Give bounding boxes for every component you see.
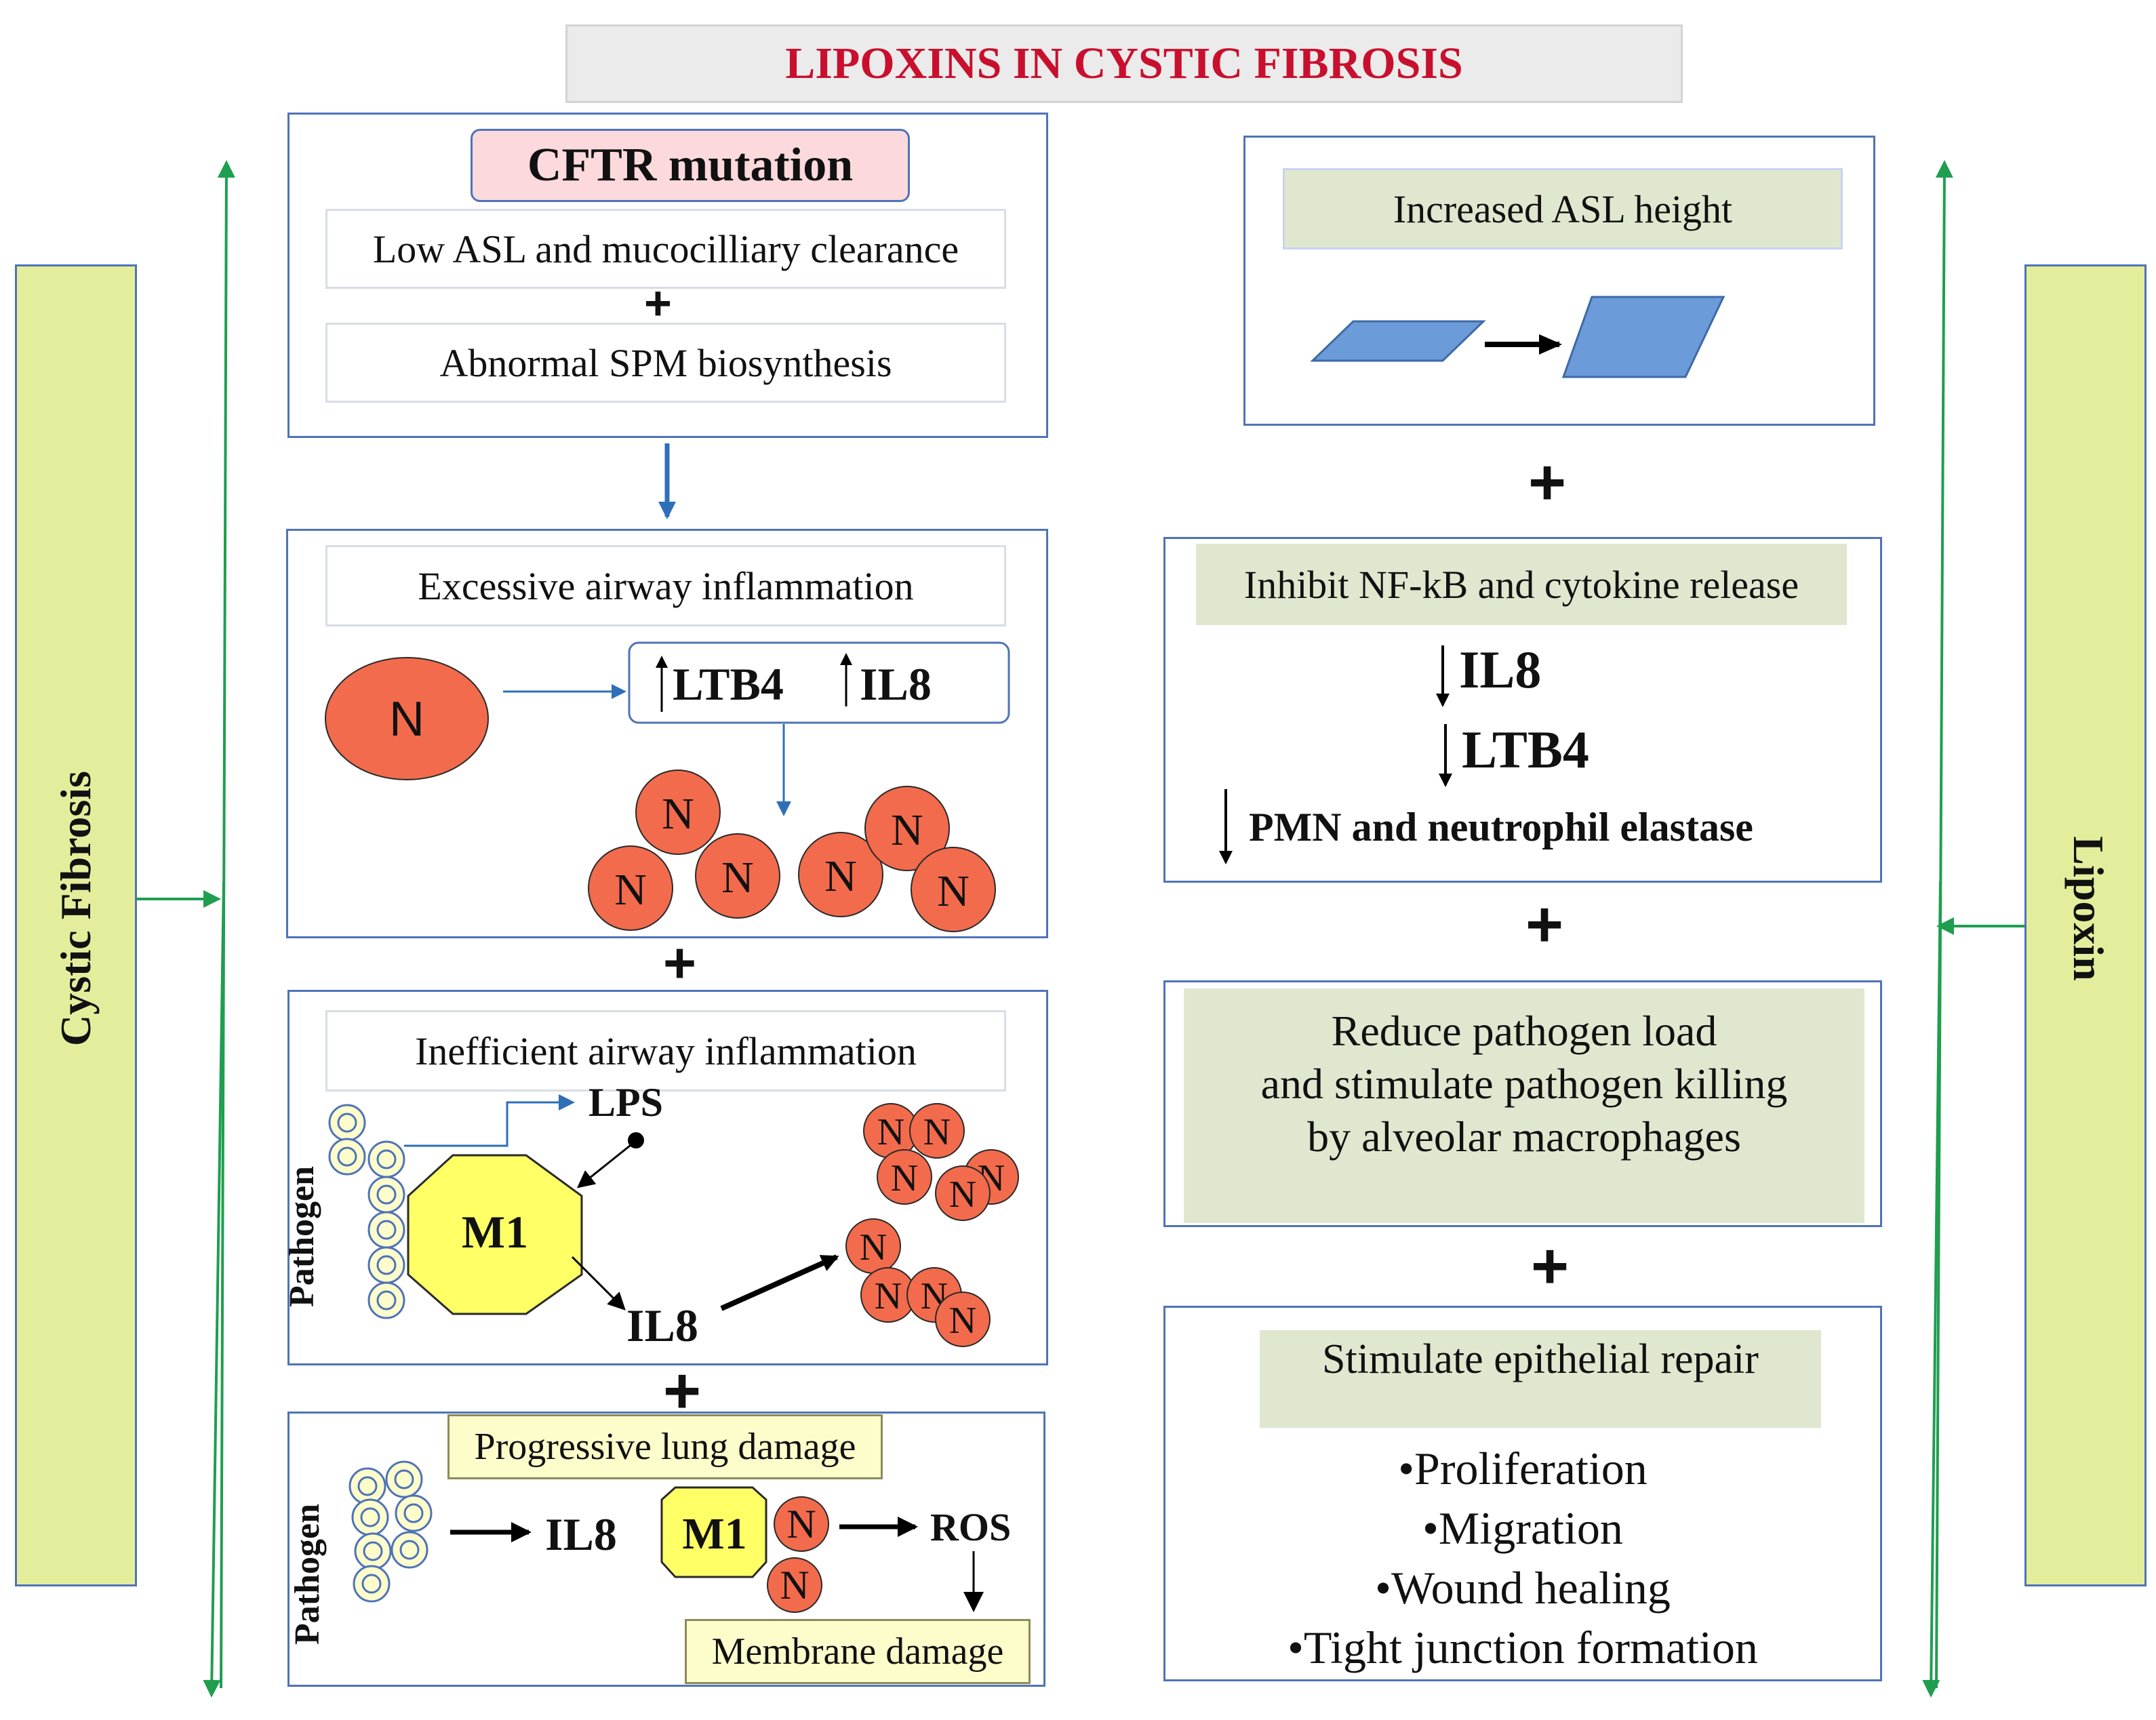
m1-label: M1: [462, 1206, 528, 1258]
sidebar-lipoxin: [2024, 264, 2147, 1586]
list-item: •Wound healing: [1375, 1562, 1671, 1614]
nfkb-effects-graphic: IL8 LTB4 PMN and neutrophil elastase: [1219, 640, 1753, 864]
svg-text:N: N: [614, 865, 647, 915]
page-title: LIPOXINS IN CYSTIC FIBROSIS: [785, 39, 1463, 88]
svg-text:N: N: [923, 1111, 951, 1153]
neutrophil-label: N: [389, 692, 424, 746]
il8-label: IL8: [626, 1300, 698, 1351]
epithelial-repair-list: •Proliferation •Migration •Wound healing…: [1163, 1439, 1882, 1677]
plus-sign: +: [1528, 446, 1567, 519]
pathogen-cluster: [328, 1104, 405, 1319]
svg-text:N: N: [721, 853, 754, 902]
plus-sign: +: [1525, 888, 1564, 961]
pathogen-to-lps-arrow: [404, 1094, 575, 1147]
asl-high-shape: [1561, 296, 1725, 378]
pathogen-label: Pathogen: [287, 1166, 321, 1307]
list-item: •Migration: [1422, 1502, 1623, 1554]
neutrophil-cluster: N N: [767, 1496, 829, 1613]
neutrophil-cluster: N N N N N N: [588, 769, 996, 932]
progressive-damage-graphic: Pathogen IL8 M1 N N ROS: [288, 1460, 1011, 1645]
excessive-inflammation-graphic: N LTB4 IL8 N N N N N N: [325, 641, 1010, 932]
pathogen-label: Pathogen: [288, 1504, 327, 1645]
svg-text:N: N: [875, 1275, 902, 1317]
membrane-damage-label: Membrane damage: [685, 1619, 1031, 1684]
svg-text:N: N: [949, 1174, 976, 1216]
progressive-damage-label: Progressive lung damage: [447, 1414, 883, 1479]
svg-text:N: N: [824, 852, 857, 901]
svg-text:N: N: [949, 1300, 976, 1342]
title-banner: LIPOXINS IN CYSTIC FIBROSIS: [565, 24, 1683, 103]
pathogen-cluster: [348, 1460, 433, 1603]
m1-label: M1: [682, 1509, 746, 1559]
il8-label: IL8: [860, 658, 932, 710]
asl-height-graphic: [1310, 296, 1725, 378]
cftr-mutation-label: CFTR mutation: [471, 129, 910, 202]
svg-text:N: N: [891, 1157, 918, 1199]
epithelial-repair-label: Stimulate epithelial repair: [1260, 1330, 1821, 1428]
il8-label: IL8: [545, 1508, 617, 1560]
pmn-decrease-label: PMN and neutrophil elastase: [1249, 805, 1753, 849]
plus-sign: +: [663, 931, 697, 995]
low-asl-label: Low ASL and mucocilliary clearance: [325, 209, 1006, 289]
reduce-pathogen-label: Reduce pathogen load and stimulate patho…: [1184, 988, 1864, 1223]
inefficient-inflammation-label: Inefficient airway inflammation: [325, 1010, 1006, 1092]
excessive-inflammation-label: Excessive airway inflammation: [325, 545, 1006, 626]
mediators-box: [628, 641, 1010, 724]
ros-label: ROS: [930, 1505, 1011, 1549]
lps-to-m1-arrow: [576, 1142, 634, 1188]
inhibit-nfkb-label: Inhibit NF-kB and cytokine release: [1196, 544, 1847, 625]
ltb4-decrease-label: LTB4: [1462, 720, 1589, 779]
neutrophil-large: [325, 657, 489, 780]
m1-macrophage: [660, 1486, 767, 1578]
svg-text:N: N: [662, 789, 694, 839]
plus-sign: +: [1531, 1230, 1570, 1302]
left-vertical-arrow-down: [203, 881, 225, 1698]
neutrophil-cluster: N N N N N N N N N: [845, 1103, 1019, 1347]
il8-to-neutrophils-arrow: [720, 1254, 839, 1311]
list-item: •Proliferation: [1398, 1443, 1648, 1494]
sidebar-cystic-fibrosis: [15, 264, 137, 1586]
il8-decrease-label: IL8: [1459, 640, 1541, 699]
abnormal-spm-label: Abnormal SPM biosynthesis: [325, 323, 1006, 403]
ltb4-label: LTB4: [673, 658, 784, 710]
svg-text:N: N: [860, 1226, 887, 1268]
plus-sign: +: [644, 277, 672, 329]
right-vertical-arrow-down: [1922, 881, 1942, 1698]
svg-text:N: N: [877, 1111, 904, 1153]
svg-text:N: N: [786, 1502, 816, 1546]
svg-text:N: N: [891, 805, 923, 855]
inefficient-inflammation-graphic: Pathogen LPS M1 IL8 N N N N N N N N N: [287, 1080, 1019, 1351]
svg-text:N: N: [780, 1563, 809, 1607]
increased-asl-label: Increased ASL height: [1283, 168, 1843, 249]
asl-low-shape: [1310, 320, 1486, 362]
lps-label: LPS: [588, 1080, 663, 1125]
svg-text:N: N: [937, 866, 970, 916]
m1-to-il8-arrow: [571, 1256, 626, 1311]
m1-macrophage: [407, 1154, 583, 1315]
list-item: •Tight junction formation: [1287, 1622, 1758, 1673]
